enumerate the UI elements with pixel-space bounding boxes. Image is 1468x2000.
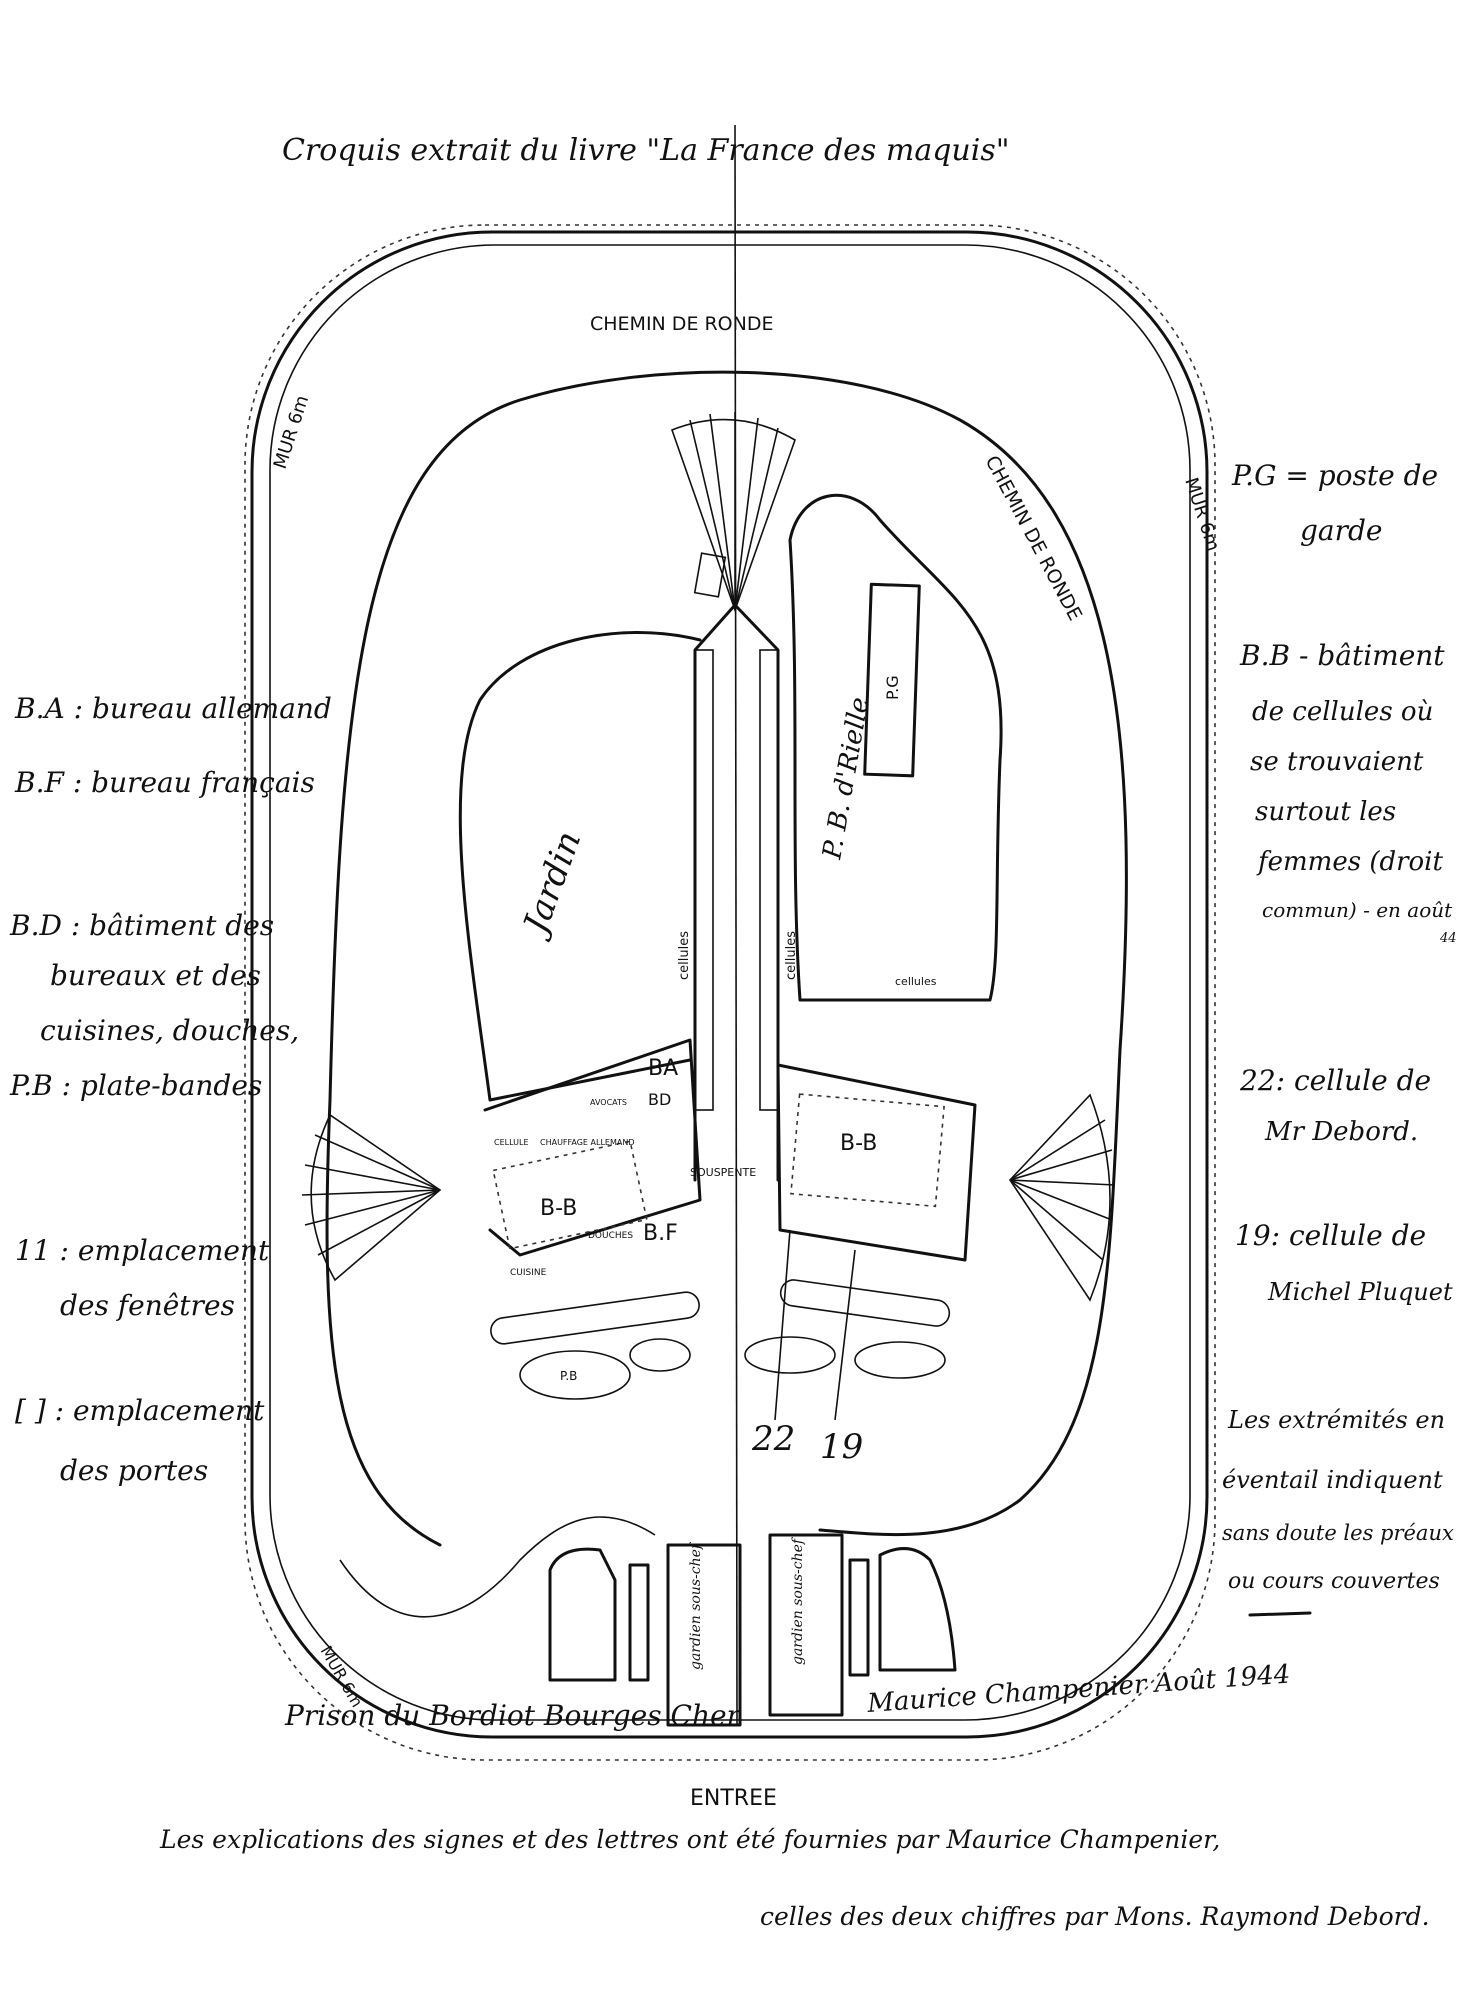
svg-text:11 : emplacement: 11 : emplacement — [15, 1234, 270, 1267]
pg-small-box — [693, 552, 727, 598]
entrance-gatehouse — [548, 1533, 957, 1727]
entree-label: ENTREE — [690, 1786, 777, 1811]
legend-right: P.G = poste de garde B.B - bâtiment de c… — [1222, 459, 1457, 1617]
footer-line-1: Les explications des signes et des lettr… — [159, 1825, 1220, 1854]
right-wing-building — [776, 1063, 977, 1262]
top-fan-courtyard — [670, 412, 796, 613]
wall-label-left: MUR 6m — [270, 393, 313, 472]
legend-left: B.A : bureau allemand B.F : bureau franç… — [9, 692, 332, 1487]
pb-label: P.B — [560, 1369, 577, 1383]
cellule-small-label: CELLULE — [494, 1138, 529, 1147]
svg-text:surtout les: surtout les — [1255, 797, 1396, 827]
svg-text:des fenêtres: des fenêtres — [60, 1289, 235, 1322]
bf-label: B.F — [643, 1221, 678, 1246]
pg-building — [863, 582, 921, 778]
outer-wall — [250, 230, 1209, 1739]
svg-text:femmes (droit: femmes (droit — [1256, 847, 1443, 877]
left-fan-courtyard — [301, 1113, 442, 1282]
left-bb-label: B-B — [540, 1196, 577, 1221]
cells-label-right: cellules — [784, 931, 799, 980]
entrance-yard-edge — [339, 1516, 656, 1618]
svg-text:des portes: des portes — [60, 1454, 208, 1487]
svg-text:commun) - en août: commun) - en août — [1262, 898, 1453, 922]
chemin-de-ronde-right-label: CHEMIN DE RONDE — [981, 452, 1087, 624]
svg-text:B.B - bâtiment: B.B - bâtiment — [1239, 639, 1445, 672]
paper-border — [244, 224, 1216, 1761]
pointer-19 — [834, 1249, 856, 1421]
gardien-left-label: gardien sous-chef — [688, 1541, 704, 1670]
svg-text:B.A : bureau allemand: B.A : bureau allemand — [14, 692, 332, 725]
jardin-area — [458, 631, 702, 1102]
svg-text:22: cellule de: 22: cellule de — [1239, 1064, 1431, 1097]
souspente-label: SOUSPENTE — [690, 1166, 756, 1179]
legend-key: B.F — [14, 766, 65, 799]
chauffage-label: CHAUFFAGE ALLEMAND — [540, 1138, 635, 1147]
bd-label: BD — [648, 1090, 671, 1109]
svg-text:de cellules où: de cellules où — [1252, 697, 1433, 727]
footer-line-2: celles des deux chiffres par Mons. Raymo… — [760, 1902, 1430, 1931]
svg-text:[ ] : emplacement: [ ] : emplacement — [15, 1394, 265, 1427]
svg-text:19: cellule de: 19: cellule de — [1235, 1219, 1426, 1252]
svg-text:44: 44 — [1439, 931, 1457, 946]
svg-text:se trouvaient: se trouvaient — [1250, 747, 1424, 777]
svg-text:P.G = poste de: P.G = poste de — [1231, 459, 1438, 492]
cell-number-19: 19 — [820, 1427, 863, 1467]
flower-beds — [490, 1279, 951, 1400]
left-bb-block — [492, 1140, 648, 1250]
svg-text:Les extrémités en: Les extrémités en — [1227, 1406, 1445, 1434]
right-bb-block — [790, 1093, 945, 1208]
pointer-22 — [774, 1229, 791, 1421]
svg-text:cuisines, douches,: cuisines, douches, — [40, 1014, 299, 1047]
svg-text:éventail indiquent: éventail indiquent — [1222, 1466, 1443, 1494]
outer-wall-inner-edge — [269, 244, 1191, 1721]
svg-text:bureaux et des: bureaux et des — [50, 959, 261, 992]
signature-place: Prison du Bordiot Bourges Cher — [284, 1699, 742, 1732]
gardien-right-label: gardien sous-chef — [790, 1536, 806, 1665]
svg-text:Michel Pluquet: Michel Pluquet — [1267, 1278, 1453, 1306]
cells-label-left: cellules — [677, 931, 692, 980]
legend-key: B.A — [14, 692, 65, 725]
svg-text:garde: garde — [1300, 514, 1383, 547]
right-garden-area — [788, 493, 1003, 1002]
jardin-label: Jardin — [514, 826, 589, 944]
right-bb-label: B-B — [840, 1131, 877, 1156]
right-fan-courtyard — [1008, 1093, 1116, 1302]
sketch-title: Croquis extrait du livre "La France des … — [282, 133, 1010, 168]
ba-label: BA — [648, 1056, 678, 1081]
wall-label-right: MUR 6m — [1180, 475, 1223, 554]
svg-text:sans doute les préaux: sans doute les préaux — [1222, 1521, 1454, 1545]
avocats-label: AVOCATS — [590, 1098, 627, 1107]
pg-building-label: P.G — [883, 675, 902, 700]
cuisine-label: CUISINE — [510, 1268, 547, 1278]
svg-text:P.B : plate-bandes: P.B : plate-bandes — [9, 1069, 262, 1102]
svg-text:ou cours couvertes: ou cours couvertes — [1228, 1569, 1440, 1594]
cell-number-22: 22 — [751, 1419, 795, 1459]
chemin-de-ronde-top-label: CHEMIN DE RONDE — [590, 313, 774, 335]
svg-text:B.D : bâtiment des: B.D : bâtiment des — [9, 909, 274, 942]
douches-label: DOUCHES — [588, 1231, 633, 1241]
central-cells — [694, 649, 779, 1111]
svg-text:B.F : bureau français: B.F : bureau français — [14, 766, 315, 799]
chemin-de-ronde-inner-edge — [325, 370, 1128, 1547]
center-fold-line — [734, 124, 738, 1726]
svg-text:Mr Debord.: Mr Debord. — [1264, 1117, 1418, 1147]
cells-label-top-right: cellules — [895, 975, 937, 988]
